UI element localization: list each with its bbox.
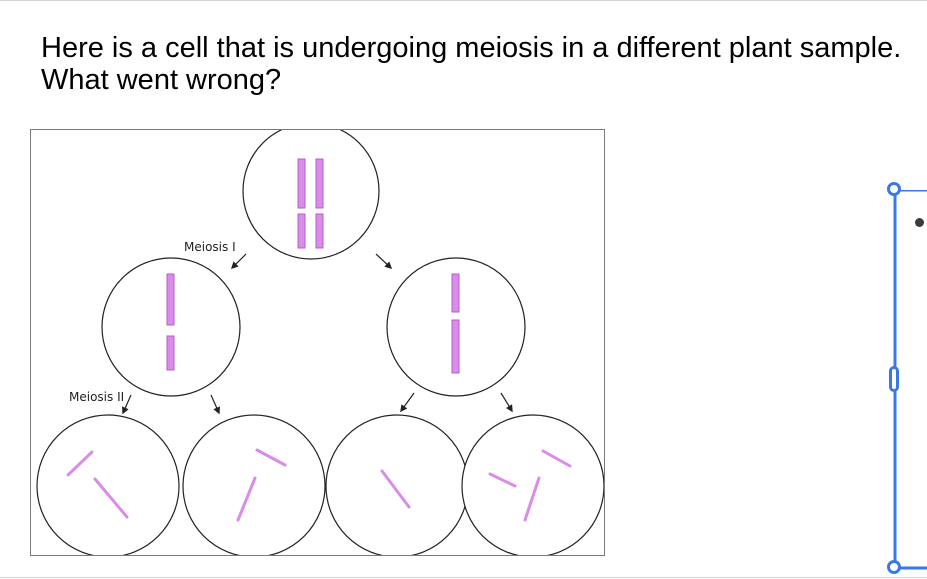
chromosome-pair-left xyxy=(297,158,306,249)
chromosome-pair-right xyxy=(315,158,324,249)
gamete-1-chromosome-a xyxy=(66,450,94,477)
gamete-2-chromosome-b xyxy=(236,476,257,522)
gamete-4-chromosome-b xyxy=(488,472,517,488)
resize-handle-middle[interactable] xyxy=(889,366,899,392)
gamete-4-chromosome-c xyxy=(523,476,541,522)
parent-cell xyxy=(242,130,380,260)
gamete-2-chromosome-a xyxy=(255,448,287,467)
arrow-meiosis-1-left xyxy=(230,253,247,270)
bottom-divider xyxy=(0,577,927,578)
gamete-cell-1 xyxy=(36,414,180,555)
arrow-meiosis-2-c xyxy=(400,392,415,413)
question-line-2: What went wrong? xyxy=(41,64,282,96)
gamete-3-chromosome-a xyxy=(380,469,411,509)
meiosis-diagram-svg: Meiosis I Meiosis II xyxy=(36,130,604,555)
arrow-meiosis-2-b xyxy=(210,394,220,415)
arrow-meiosis-2-d xyxy=(500,392,513,413)
chromosome-left-top xyxy=(166,273,175,326)
question-line-1: Here is a cell that is undergoing meiosi… xyxy=(41,32,902,64)
question-text: Here is a cell that is undergoing meiosi… xyxy=(41,32,901,96)
resize-handle-top[interactable] xyxy=(887,182,901,196)
chromosome-left-bottom xyxy=(166,335,175,371)
chromosome-right-top xyxy=(451,273,460,313)
daughter-cell-right xyxy=(386,257,526,397)
top-divider xyxy=(0,0,927,1)
daughter-cell-left xyxy=(101,257,241,397)
arrow-meiosis-2-a xyxy=(122,394,132,415)
gamete-1-chromosome-b xyxy=(93,477,129,519)
gamete-4-chromosome-a xyxy=(541,449,572,468)
meiosis-2-label: Meiosis II xyxy=(69,390,124,404)
bullet-dot-icon xyxy=(915,218,924,227)
gamete-cell-3 xyxy=(325,414,469,555)
meiosis-diagram: Meiosis I Meiosis II xyxy=(30,129,605,556)
arrow-meiosis-1-right xyxy=(375,253,393,269)
gamete-cell-2 xyxy=(182,414,326,555)
chromosome-right-bottom xyxy=(451,319,460,374)
gamete-cell-4 xyxy=(461,414,604,555)
resize-handle-bottom[interactable] xyxy=(887,560,901,574)
selection-handle-frame[interactable] xyxy=(887,182,927,574)
meiosis-1-label: Meiosis I xyxy=(184,240,236,254)
